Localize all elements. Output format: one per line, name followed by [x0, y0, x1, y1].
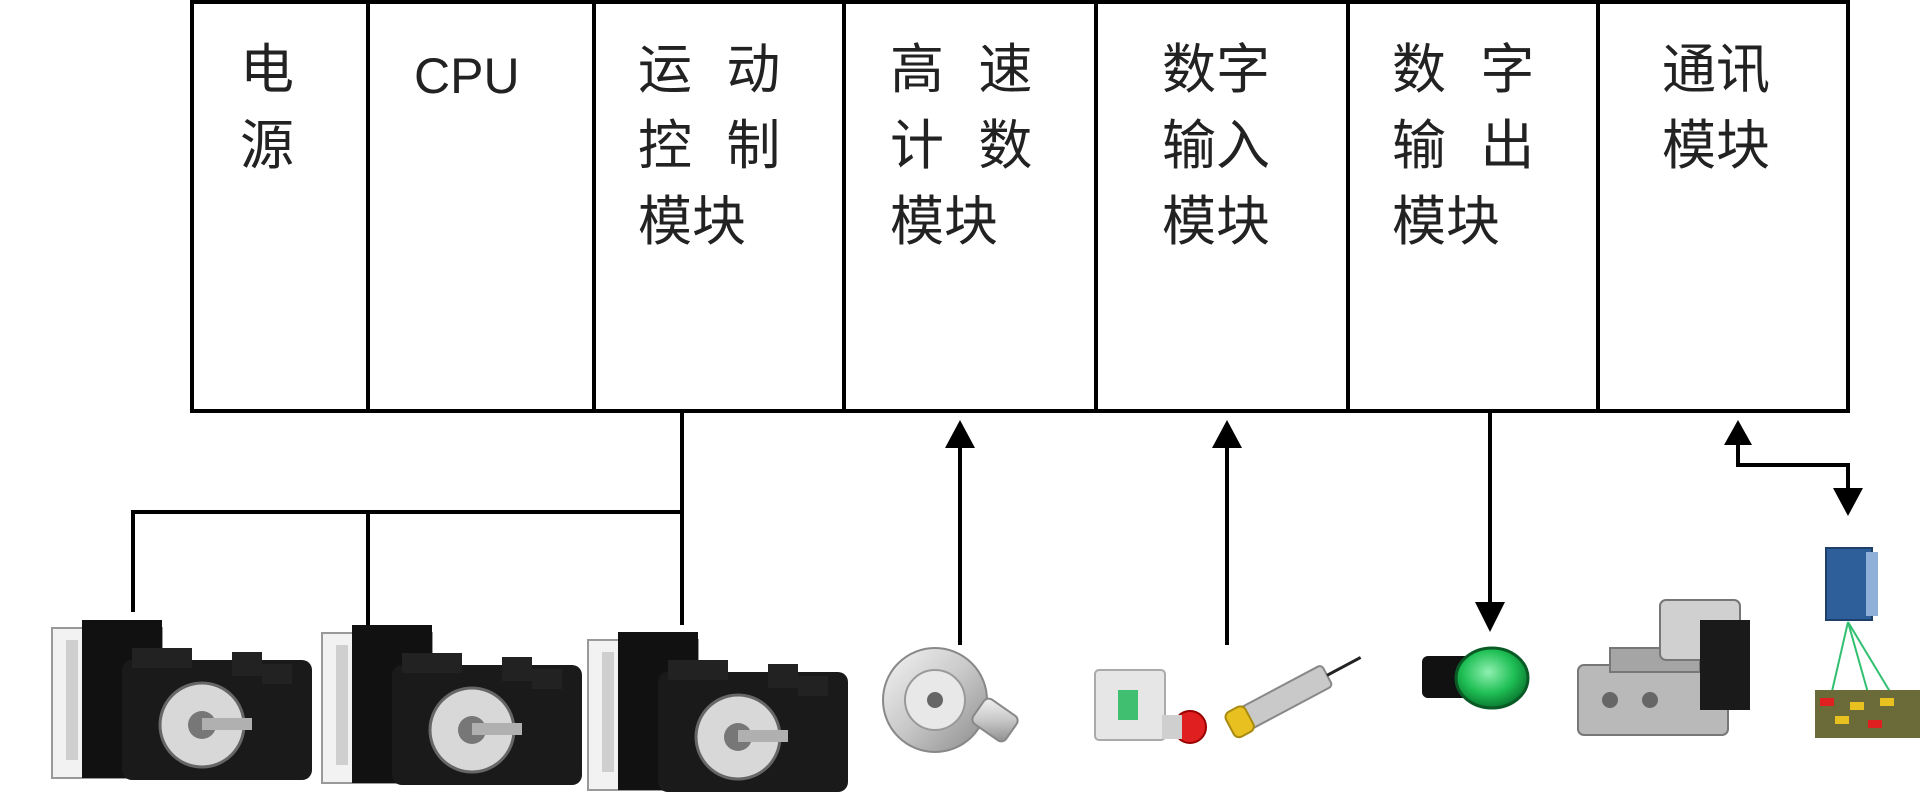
servo-bus: [131, 413, 684, 625]
module-digital-input-label: 数字 输入 模块: [1162, 38, 1270, 253]
rotary-encoder-icon: [882, 647, 1019, 753]
indicator-lamp-icon: [1422, 646, 1530, 710]
module-communication-label: 通讯 模块: [1662, 38, 1770, 177]
plc-rack: 电 源 CPU 运 动 控 制 模块 高 速 计 数 模块 数字 输入 模块 数…: [190, 0, 1850, 413]
module-power: 电 源: [194, 4, 370, 409]
module-digital-output-label: 数 字 输 出 模块: [1392, 38, 1535, 253]
module-digital-input: 数字 输入 模块: [1098, 4, 1350, 409]
communication-link: [1724, 420, 1863, 516]
proximity-sensor-icon: [1224, 656, 1362, 739]
digital-output-arrow: [1475, 413, 1505, 632]
encoder-arrow: [945, 420, 975, 645]
digital-input-arrow: [1212, 420, 1242, 645]
module-motion-control: 运 动 控 制 模块: [596, 4, 846, 409]
module-high-speed-counter-label: 高 速 计 数 模块: [890, 38, 1033, 253]
module-power-label: 电 源: [240, 38, 294, 177]
module-communication: 通讯 模块: [1600, 4, 1846, 409]
servo-motor-icon: [51, 620, 312, 780]
push-button-icon: [1094, 669, 1207, 744]
module-cpu-label: CPU: [414, 48, 520, 104]
module-cpu: CPU: [370, 4, 596, 409]
servo-motor-icon: [587, 632, 848, 792]
solenoid-valve-icon: [1577, 599, 1750, 736]
servo-motor-icon: [321, 625, 582, 785]
module-high-speed-counter: 高 速 计 数 模块: [846, 4, 1098, 409]
module-digital-output: 数 字 输 出 模块: [1350, 4, 1600, 409]
vision-sensor-icon: [1815, 547, 1920, 738]
module-motion-control-label: 运 动 控 制 模块: [638, 38, 781, 253]
